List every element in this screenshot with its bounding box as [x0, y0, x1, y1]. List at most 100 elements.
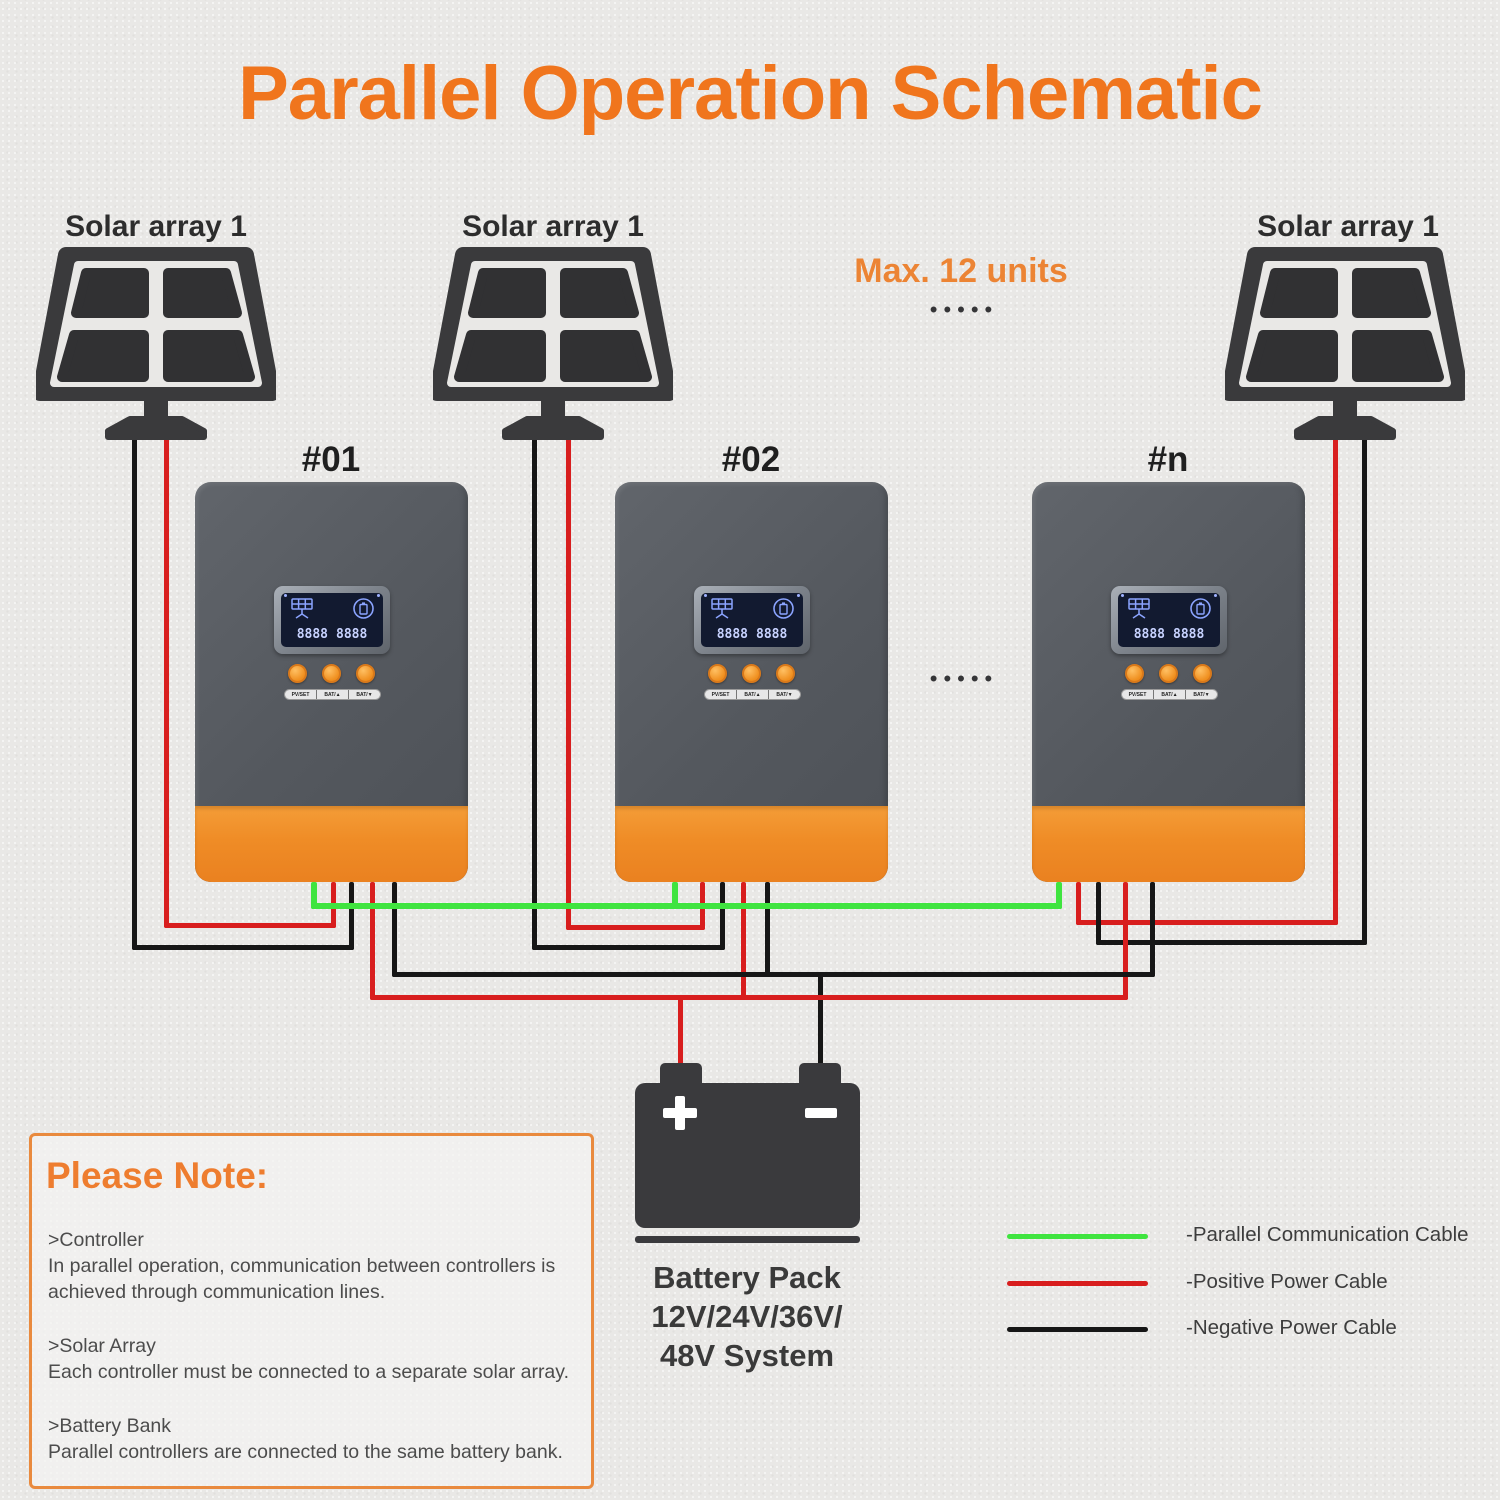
lcd-digit-group-bat: 8888: [1173, 627, 1205, 642]
solar-panel-1: [32, 245, 280, 445]
bat-positive-cable: [1123, 882, 1128, 1000]
controller-orange-band: [195, 806, 468, 882]
legend-negative-power-cable-swatch: [1007, 1327, 1148, 1332]
battery-caption-line3: 48V System: [659, 1338, 835, 1373]
pv-negative-cable: [1096, 882, 1101, 945]
solar-panel-3: [1221, 245, 1469, 445]
lcd-battery-icon: [1189, 597, 1212, 625]
comm-cable: [672, 882, 678, 909]
note-heading: >Battery Bank: [48, 1415, 172, 1437]
button-label: BAT/▲: [1153, 690, 1185, 699]
legend-positive-power-cable-label: -Positive Power Cable: [1186, 1270, 1388, 1293]
pv-positive-cable: [566, 925, 705, 930]
controller-n-label: #n: [1147, 440, 1189, 479]
button-label: BAT/▼: [768, 690, 800, 699]
pv-negative-cable: [532, 437, 537, 950]
legend-positive-power-cable-swatch: [1007, 1281, 1148, 1286]
lcd-indicator-dot: [284, 594, 287, 597]
battery-minus-icon: [805, 1108, 837, 1118]
lcd-indicator-dot: [1121, 594, 1124, 597]
note-line: achieved through communication lines.: [48, 1281, 386, 1303]
lcd-digit-group-pv: 8888: [1133, 627, 1165, 642]
pv-positive-cable: [1076, 920, 1338, 925]
note-box: [29, 1133, 594, 1489]
pv-negative-cable: [720, 882, 725, 950]
lcd-digits: 8888 8888: [1118, 627, 1220, 642]
lcd-solar-panel-icon: [709, 597, 735, 625]
charge-controller-n: 8888 8888 PV/SET BAT/▲ BAT/▼: [1032, 482, 1305, 882]
button-label-strip: PV/SET BAT/▲ BAT/▼: [284, 689, 381, 700]
controller-2-label: #02: [721, 440, 781, 479]
pv-negative-cable: [132, 945, 354, 950]
controller-button: [1159, 664, 1178, 683]
button-label-strip: PV/SET BAT/▲ BAT/▼: [1121, 689, 1218, 700]
legend-negative-power-cable-label: -Negative Power Cable: [1186, 1316, 1397, 1339]
pv-negative-cable: [349, 882, 354, 950]
note-line: Each controller must be connected to a s…: [48, 1361, 569, 1383]
bat-negative-cable: [392, 972, 1155, 977]
button-label: PV/SET: [291, 691, 310, 698]
battery-caption-line2: 12V/24V/36V/: [651, 1299, 843, 1334]
pv-positive-cable: [1333, 437, 1338, 925]
lcd-battery-icon: [772, 597, 795, 625]
battery-plus-icon: [675, 1096, 685, 1130]
bat-negative-cable: [818, 972, 823, 1067]
lcd-battery-icon: [352, 597, 375, 625]
pv-positive-cable: [164, 437, 169, 928]
controller-button: [708, 664, 727, 683]
lcd-frame: 8888 8888: [1111, 586, 1227, 654]
lcd-solar-panel-icon: [289, 597, 315, 625]
pv-positive-cable: [164, 923, 336, 928]
note-section-battery-bank: >Battery Bank Parallel controllers are c…: [48, 1413, 578, 1465]
controller-separator-dots: •••••: [929, 666, 999, 691]
controller-1-label: #01: [301, 440, 361, 479]
solar-panel-icon: [429, 247, 677, 440]
battery-caption: Battery Pack 12V/24V/36V/ 48V System: [651, 1258, 842, 1375]
lcd-indicator-dot: [377, 594, 380, 597]
note-box-title: Please Note:: [46, 1155, 269, 1196]
button-label: BAT/▲: [316, 690, 348, 699]
controller-button: [288, 664, 307, 683]
lcd-indicator-dot: [1214, 594, 1217, 597]
controller-button: [322, 664, 341, 683]
bat-positive-cable: [678, 995, 683, 1067]
pv-negative-cable: [132, 437, 137, 950]
controller-orange-band: [615, 806, 888, 882]
note-section-solar-array: >Solar Array Each controller must be con…: [48, 1333, 578, 1385]
note-heading: >Solar Array: [48, 1335, 156, 1357]
solar-array-3-label: Solar array 1: [1257, 210, 1439, 243]
pv-positive-cable: [566, 437, 571, 930]
pv-negative-cable: [532, 945, 725, 950]
max-units-note: Max. 12 units: [854, 252, 1068, 290]
button-label: BAT/▼: [1185, 690, 1217, 699]
page-title: Parallel Operation Schematic: [238, 51, 1263, 136]
comm-cable: [311, 903, 1062, 909]
button-label: PV/SET: [1128, 691, 1147, 698]
controller-button: [1125, 664, 1144, 683]
pv-negative-cable: [1362, 437, 1367, 945]
button-label: BAT/▼: [348, 690, 380, 699]
comm-cable: [311, 882, 317, 909]
comm-cable: [1056, 882, 1062, 909]
note-section-controller: >Controller In parallel operation, commu…: [48, 1227, 578, 1305]
legend-parallel-communication-cable-swatch: [1007, 1234, 1148, 1239]
battery-base-bar: [635, 1236, 860, 1243]
button-label-strip: PV/SET BAT/▲ BAT/▼: [704, 689, 801, 700]
note-line: In parallel operation, communication bet…: [48, 1255, 556, 1277]
bat-positive-cable: [370, 995, 1128, 1000]
battery-pack: [635, 1083, 860, 1228]
lcd-digit-group-pv: 8888: [296, 627, 328, 642]
bat-negative-cable: [392, 882, 397, 977]
lcd-digit-group-bat: 8888: [756, 627, 788, 642]
note-line: Parallel controllers are connected to th…: [48, 1441, 563, 1463]
solar-panel-icon: [32, 247, 280, 440]
battery-caption-line1: Battery Pack: [653, 1260, 841, 1295]
pv-positive-cable: [1076, 882, 1081, 925]
pv-negative-cable: [1096, 940, 1367, 945]
